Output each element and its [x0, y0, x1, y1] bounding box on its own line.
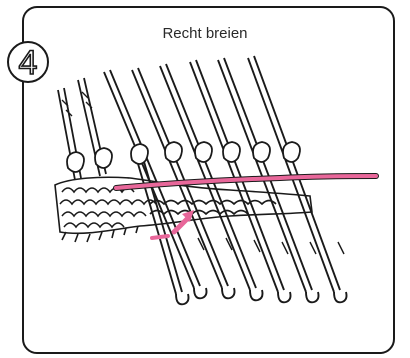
step-number: 4 — [19, 44, 38, 82]
yarn-loop-icon — [253, 142, 270, 162]
page-title: Recht breien — [162, 25, 247, 42]
arrow-dash — [152, 236, 168, 238]
yarn-loop-icon — [223, 142, 240, 162]
yarn-loop-icon — [67, 152, 84, 172]
yarn-loop-icon — [283, 142, 300, 162]
yarn-loop-icon — [131, 144, 148, 164]
yarn-loop-icon — [195, 142, 212, 162]
yarn-loop-icon — [95, 148, 112, 168]
yarn-loop-icon — [165, 142, 182, 162]
step-number-badge: 4 — [8, 42, 48, 82]
